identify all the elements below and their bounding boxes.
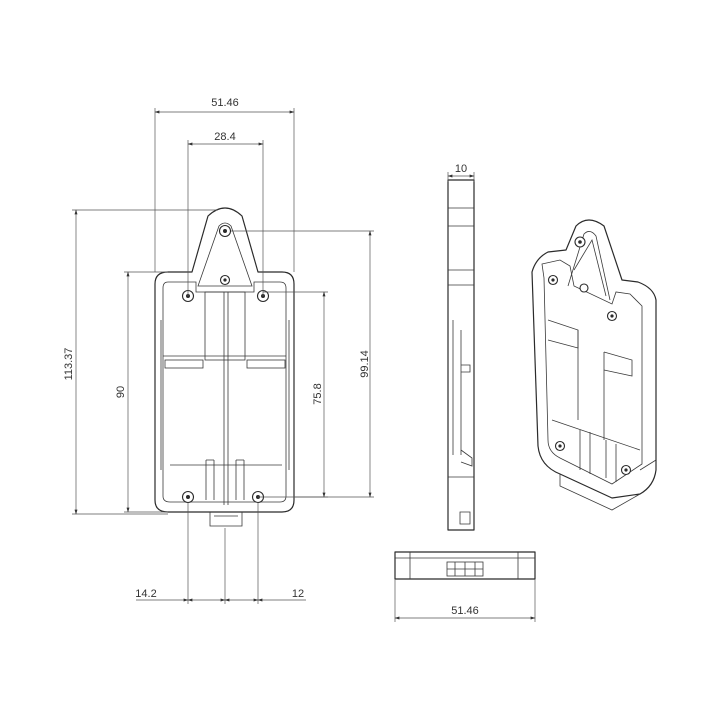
dim-side-thickness: 10 [455, 163, 467, 175]
iso-hook [567, 231, 611, 301]
hook-triangle [197, 222, 253, 287]
bottom-latch [209, 512, 243, 527]
front-view [154, 207, 295, 527]
dim-bottom-width: 51.46 [451, 605, 479, 617]
front-body-outline [154, 207, 295, 513]
dim-overall-height: 113.37 [63, 348, 75, 381]
bottom-dimensions: 51.46 [394, 579, 536, 622]
bottom-clip-left [205, 459, 215, 500]
front-dimensions: 51.46 28.4 113.37 90 75.8 99.14 [63, 97, 374, 604]
bottom-outline [394, 551, 536, 580]
dim-overall-width: 51.46 [211, 97, 239, 109]
bottom-clip-right [235, 459, 245, 500]
iso-outline [531, 219, 657, 499]
dim-hook-to-bottom: 99.14 [359, 350, 371, 378]
side-dimensions: 10 [447, 163, 475, 182]
dim-inner-height: 75.8 [312, 383, 324, 404]
dim-hole-spacing: 90 [115, 386, 127, 398]
isometric-view [531, 219, 657, 511]
rib-block [204, 291, 246, 361]
dim-right-offset: 12 [292, 588, 304, 600]
iso-hole-c [579, 283, 589, 293]
slot-left [164, 359, 204, 369]
bottom-view [394, 551, 536, 580]
dim-hook-width: 28.4 [214, 131, 235, 143]
dim-left-offset: 14.2 [135, 588, 156, 600]
slot-right [246, 359, 286, 369]
iso-inner [541, 259, 643, 485]
side-view [447, 179, 475, 531]
front-inner-rim [162, 281, 287, 503]
side-outline [447, 179, 475, 531]
